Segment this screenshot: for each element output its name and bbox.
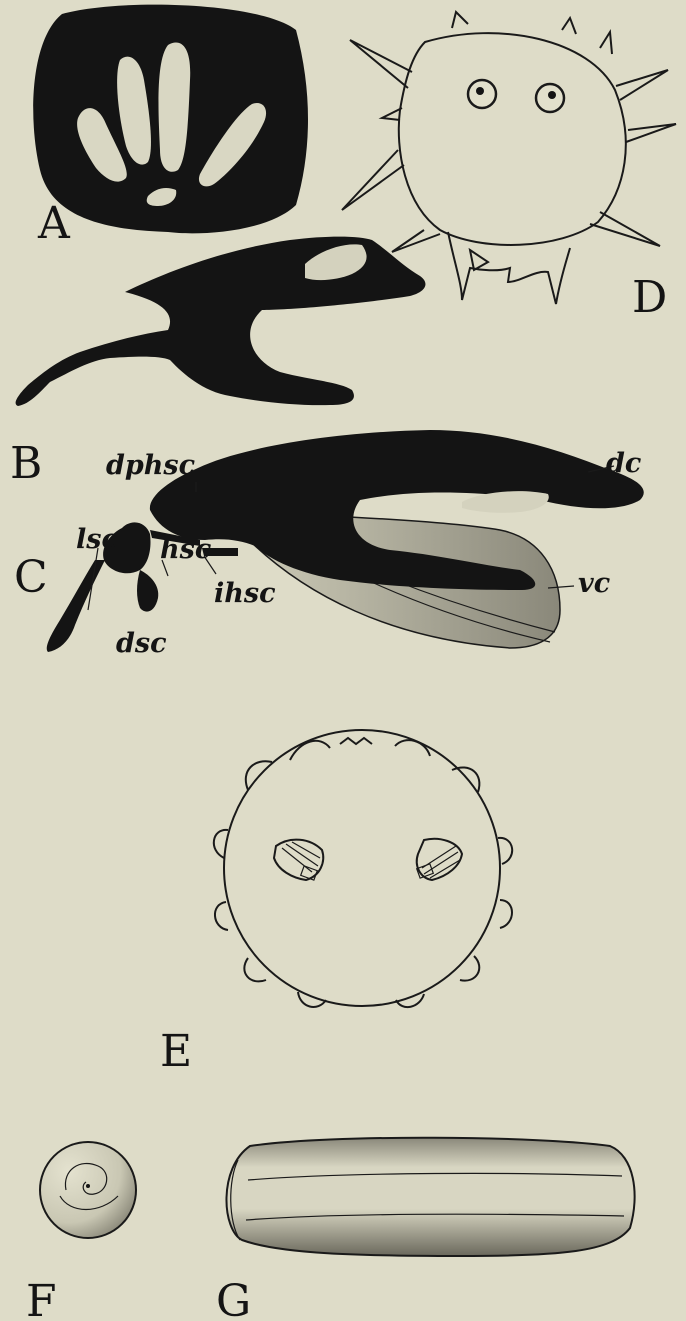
panel-f-drawing (40, 1142, 136, 1238)
mandible-right (417, 839, 462, 880)
panel-label-e: E (160, 1026, 192, 1077)
panel-e-drawing (214, 730, 512, 1007)
panel-label-g: G (216, 1276, 251, 1321)
label-ihsc: ihsc (214, 578, 276, 609)
label-lsc: lsc (76, 524, 118, 555)
panel-g-drawing (226, 1138, 634, 1256)
panel-label-d: D (632, 272, 667, 323)
panel-label-a: A (37, 198, 71, 249)
label-vc: vc (578, 568, 610, 599)
label-dc: dc (606, 448, 641, 479)
panel-label-f: F (26, 1276, 57, 1321)
panel-label-b: B (10, 438, 42, 489)
label-dsc: dsc (116, 628, 167, 659)
label-hsc: hsc (160, 534, 211, 565)
mandible-left (274, 840, 323, 880)
label-dphsc: dphsc (106, 450, 195, 481)
panel-a-drawing (33, 5, 308, 234)
panel-b-drawing (16, 237, 426, 406)
panel-label-c: C (14, 552, 48, 603)
